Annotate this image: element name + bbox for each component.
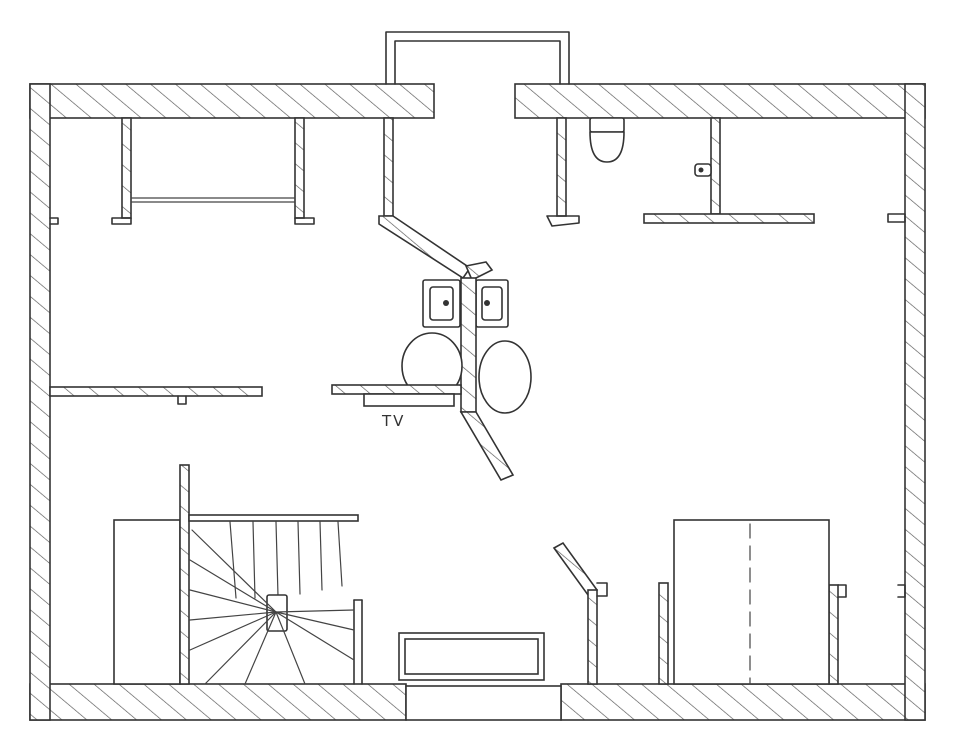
bath-partition <box>710 117 721 215</box>
top-wall-left <box>29 83 435 119</box>
left-wall <box>29 83 51 721</box>
bath-wall <box>643 213 815 224</box>
right-wall <box>904 83 926 721</box>
closet-wall-left <box>587 589 598 685</box>
bottom-wall-left <box>29 683 407 721</box>
stair-wall <box>179 464 190 685</box>
bench-icon <box>398 632 545 681</box>
tv-wall <box>331 384 462 395</box>
top-wall-right <box>514 83 926 119</box>
central-diagonal-wall <box>459 411 515 482</box>
interior-walls-top <box>49 117 906 282</box>
corridor-wall-right <box>556 117 567 217</box>
tv-label: TV <box>381 412 405 430</box>
bottom-wall-right <box>560 683 926 721</box>
partition-2 <box>294 117 305 219</box>
interior-walls-bottom <box>552 541 906 685</box>
left-room-wall <box>49 386 263 397</box>
toilet-icon <box>589 117 625 163</box>
corridor-wall-left <box>383 117 394 217</box>
round-tables-icon <box>401 332 532 414</box>
entrance-door-opening <box>405 685 562 721</box>
interior-walls-middle <box>49 384 462 407</box>
partition-1 <box>121 117 132 219</box>
double-sink-icon <box>422 279 509 328</box>
staircase-icon <box>113 464 363 685</box>
tv-unit <box>363 393 455 407</box>
central-wall <box>460 277 477 413</box>
wardrobe-icon <box>673 519 830 685</box>
closet-wall-mid <box>658 582 669 685</box>
small-basin-icon <box>694 163 712 177</box>
angled-wall <box>552 541 599 597</box>
closet-wall-right <box>828 584 839 685</box>
top-alcove <box>385 31 570 85</box>
exterior-walls <box>29 83 926 721</box>
corridor-diagonal <box>378 215 472 280</box>
